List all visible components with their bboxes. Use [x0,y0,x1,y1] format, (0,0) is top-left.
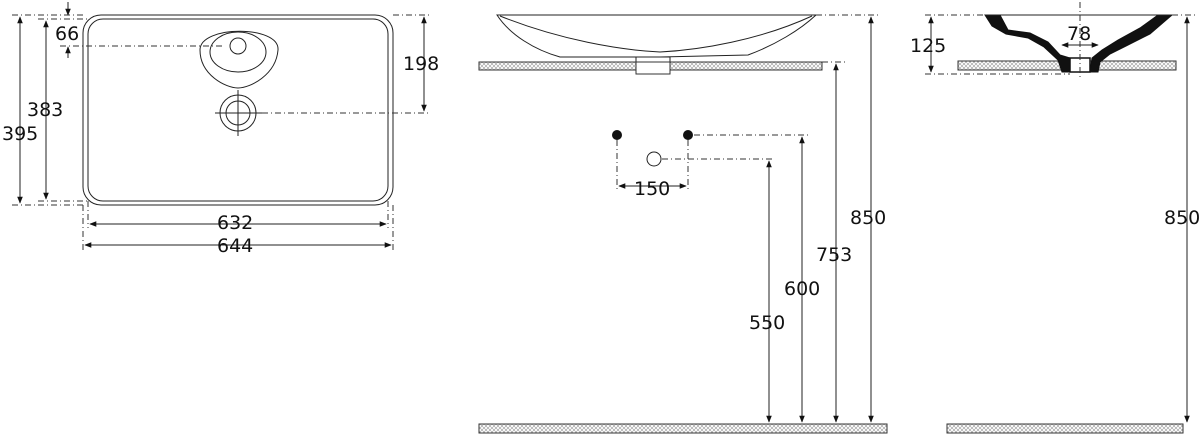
dim-label-198: 198 [403,53,439,75]
basin-profile-front [496,14,818,58]
side-view: 125 78 850 [910,2,1200,434]
fixing-point-right [683,130,693,140]
tap-hole-boss [199,30,279,89]
dim-label-753: 753 [816,244,852,266]
floor-side [946,423,1184,434]
top-view: 395 383 66 198 632 644 [2,2,439,257]
dim-label-632: 632 [217,212,253,234]
dim-label-395: 395 [2,123,38,145]
dim-label-644: 644 [217,235,253,257]
dim-label-850-front: 850 [850,207,886,229]
dim-label-66: 66 [55,23,79,45]
fixing-point-left [612,130,622,140]
dim-label-150: 150 [634,178,670,200]
dim-label-383: 383 [27,99,63,121]
dim-label-125: 125 [910,35,946,57]
dim-label-850-side: 850 [1164,207,1200,229]
dim-label-550: 550 [749,312,785,334]
floor-front [478,423,888,434]
basin-outline-outer [82,14,394,206]
tap-hole [229,37,247,55]
dim-label-78: 78 [1067,23,1091,45]
waste-pipe [646,151,662,167]
dim-label-600: 600 [784,278,820,300]
basin-outline-inner [87,18,389,202]
front-view: 150 550 600 753 850 [478,14,888,434]
